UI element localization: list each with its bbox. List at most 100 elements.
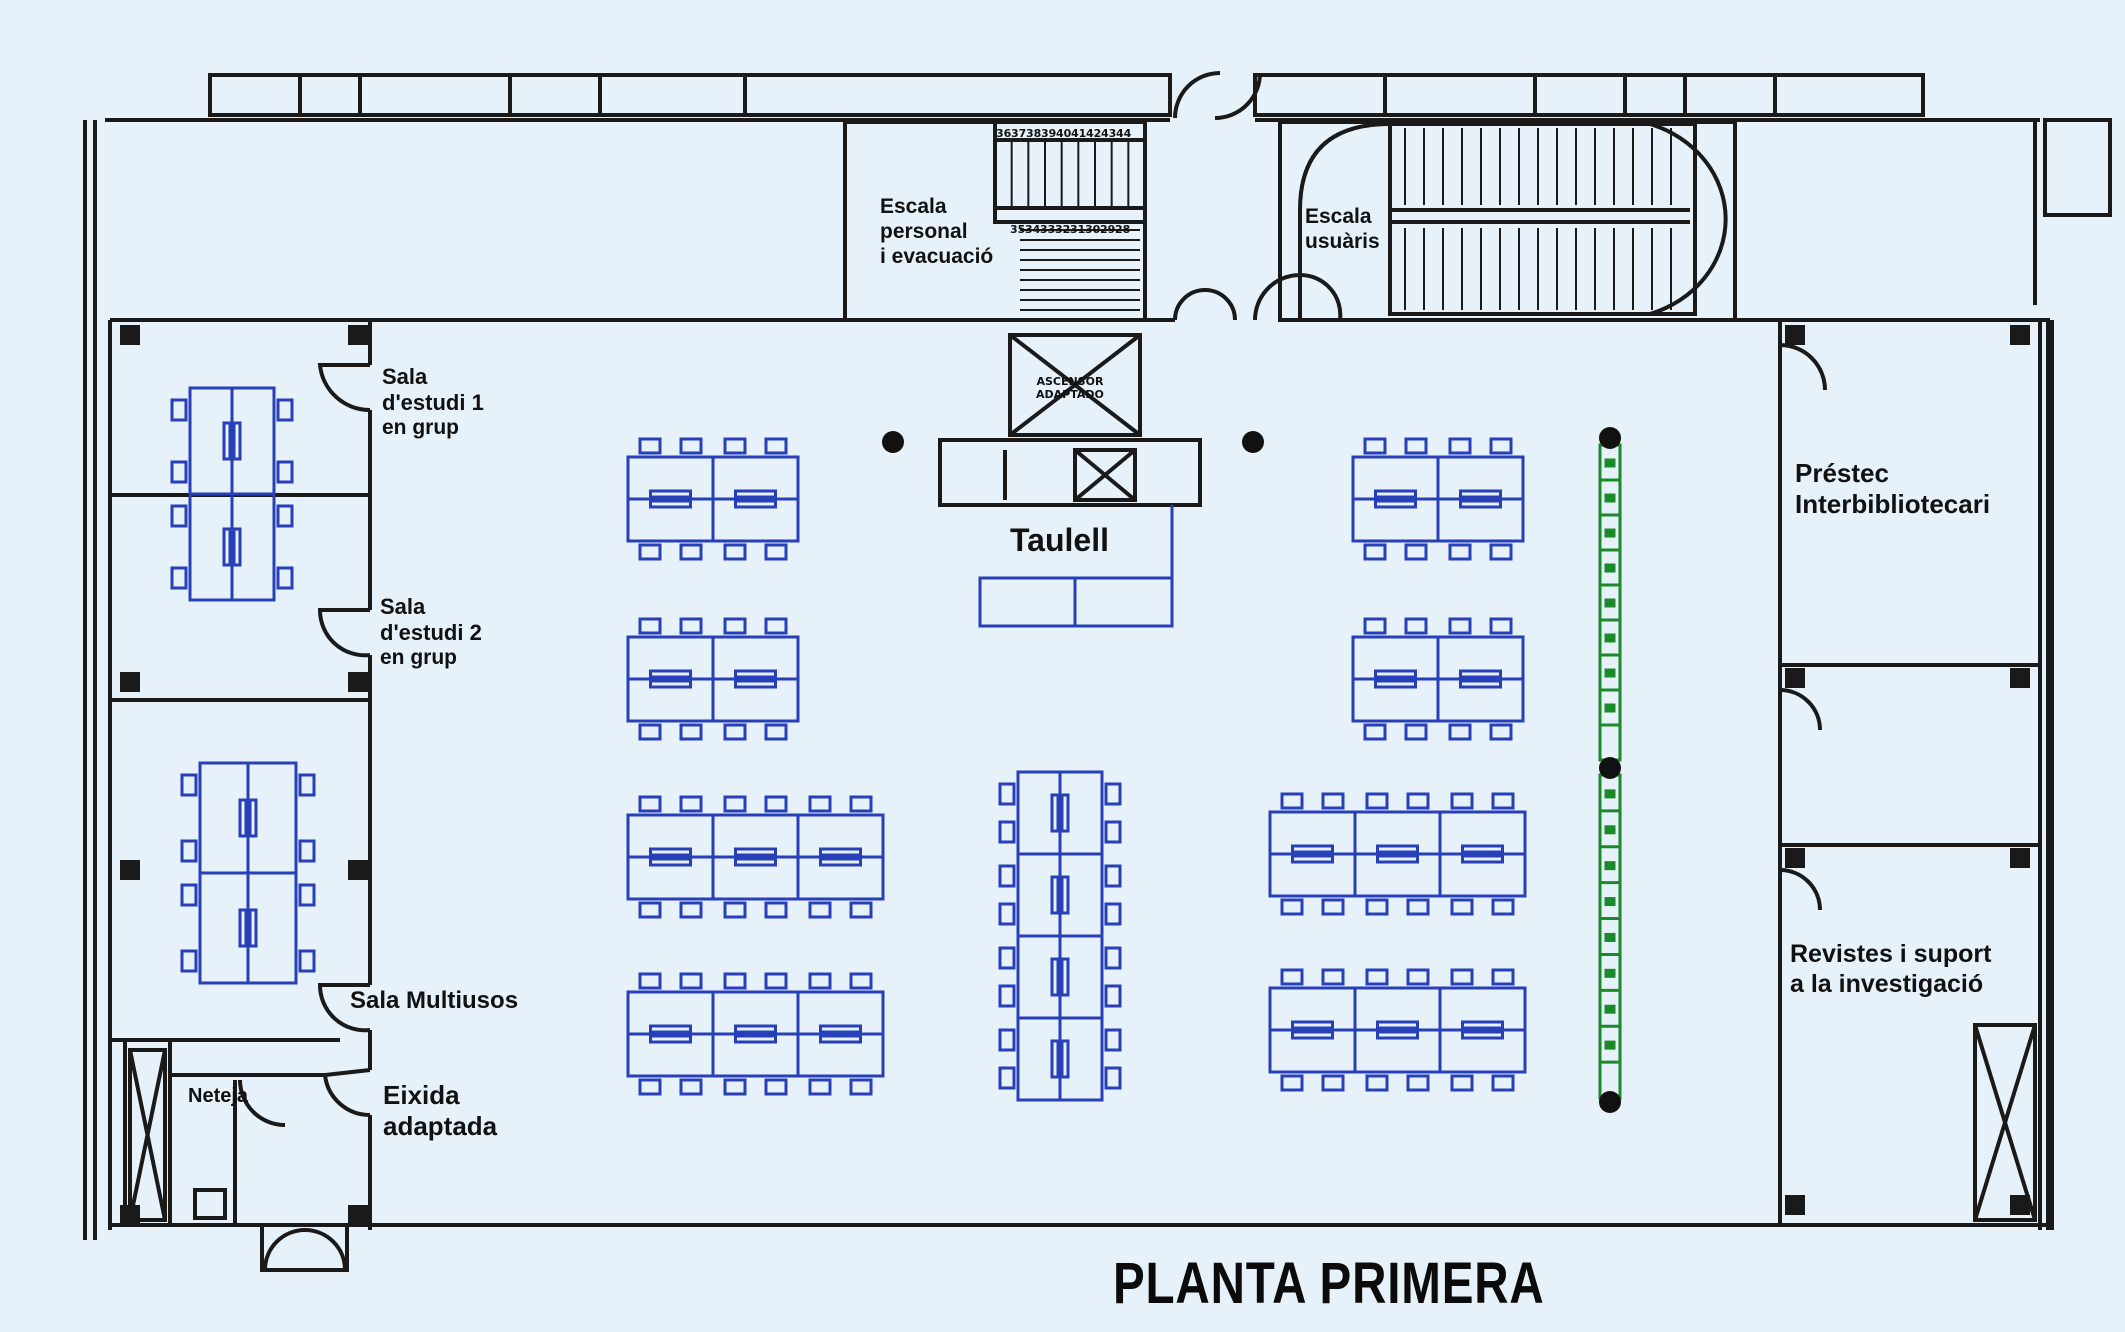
table-joint <box>1060 1039 1070 1079</box>
table-joint <box>649 1034 692 1044</box>
shelf-marker <box>1604 968 1616 978</box>
table-cluster <box>170 386 294 602</box>
pillar-marker <box>1599 427 1621 449</box>
table-joint <box>649 847 692 857</box>
stair-treads <box>994 128 1672 311</box>
taulell-desk <box>978 505 1174 628</box>
chair <box>1450 898 1474 916</box>
chair <box>1363 543 1387 561</box>
chair <box>1489 723 1513 741</box>
table-joint <box>1461 844 1504 854</box>
chair <box>170 398 188 422</box>
chair <box>180 949 198 973</box>
columns <box>120 325 2030 1225</box>
elevator-label: ASCENSOR ADAPTADO <box>1036 375 1104 401</box>
table-joint <box>1374 679 1417 689</box>
table-joint <box>1376 844 1419 854</box>
shelf-marker <box>1604 458 1616 468</box>
chair <box>1365 1074 1389 1092</box>
table <box>796 855 885 901</box>
chair <box>764 1078 788 1096</box>
chair <box>1104 1066 1122 1090</box>
table-joint <box>1376 854 1419 864</box>
stair-step-number: 28 <box>1115 223 1131 236</box>
chair <box>679 795 703 813</box>
chair <box>638 617 662 635</box>
chair <box>808 901 832 919</box>
stair-step-number: 32 <box>1055 223 1071 236</box>
table-joint <box>649 669 692 679</box>
table-joint <box>819 1034 862 1044</box>
chair <box>298 773 316 797</box>
shelf-marker <box>1604 932 1616 942</box>
table <box>711 677 800 723</box>
table-cluster <box>626 437 800 561</box>
chair <box>1280 1074 1304 1092</box>
table <box>1438 852 1527 898</box>
chair <box>276 398 294 422</box>
chair <box>1104 902 1122 926</box>
table-cluster <box>1268 792 1527 916</box>
table <box>1438 1028 1527 1074</box>
table-joint <box>248 798 258 838</box>
stair-step-number: 35 <box>1010 223 1026 236</box>
table-cluster <box>626 972 885 1096</box>
stair-step-number: 44 <box>1116 127 1132 140</box>
chair <box>1450 792 1474 810</box>
table-cluster <box>998 770 1122 1102</box>
chair <box>1280 898 1304 916</box>
table-joint <box>1376 1030 1419 1040</box>
chair <box>998 864 1016 888</box>
stair-step-number: 31 <box>1070 223 1086 236</box>
bookshelves <box>1598 427 1622 1113</box>
chair <box>1448 723 1472 741</box>
chair <box>723 795 747 813</box>
chair <box>849 972 873 990</box>
chair <box>1321 1074 1345 1092</box>
chair <box>1491 968 1515 986</box>
chair <box>170 504 188 528</box>
chair <box>1406 792 1430 810</box>
table-joint <box>734 1024 777 1034</box>
chair <box>723 723 747 741</box>
chair <box>998 946 1016 970</box>
room-label-sala-estudi-2: Sala d'estudi 2 en grup <box>380 594 482 669</box>
chair <box>276 566 294 590</box>
chair <box>1104 946 1122 970</box>
table-joint <box>649 489 692 499</box>
chair <box>679 723 703 741</box>
shelf-marker <box>1604 1040 1616 1050</box>
table-cluster <box>1268 968 1527 1092</box>
table-joint <box>649 857 692 867</box>
table-joint <box>232 421 242 461</box>
chair <box>1404 723 1428 741</box>
table-joint <box>1374 489 1417 499</box>
shelf-marker <box>1604 1004 1616 1014</box>
shelf-marker <box>1604 528 1616 538</box>
chair <box>723 437 747 455</box>
chair <box>679 437 703 455</box>
chair <box>1491 1074 1515 1092</box>
chair <box>1363 723 1387 741</box>
table-joint <box>1459 489 1502 499</box>
shelf-marker <box>1604 668 1616 678</box>
chair <box>849 795 873 813</box>
stair-step-number: 41 <box>1071 127 1087 140</box>
stair-step-number: 39 <box>1041 127 1057 140</box>
shelf-marker <box>1604 633 1616 643</box>
chair <box>808 1078 832 1096</box>
chair <box>1280 792 1304 810</box>
table-joint <box>1060 957 1070 997</box>
chair <box>723 901 747 919</box>
chair <box>1406 1074 1430 1092</box>
chair <box>679 617 703 635</box>
table-joint <box>819 847 862 857</box>
chair <box>1104 820 1122 844</box>
chair <box>764 617 788 635</box>
table-cluster <box>180 761 316 985</box>
shelf-marker <box>1604 493 1616 503</box>
study-tables <box>170 386 1527 1102</box>
chair <box>1104 782 1122 806</box>
walls <box>83 71 2112 1272</box>
table-joint <box>1376 1020 1419 1030</box>
